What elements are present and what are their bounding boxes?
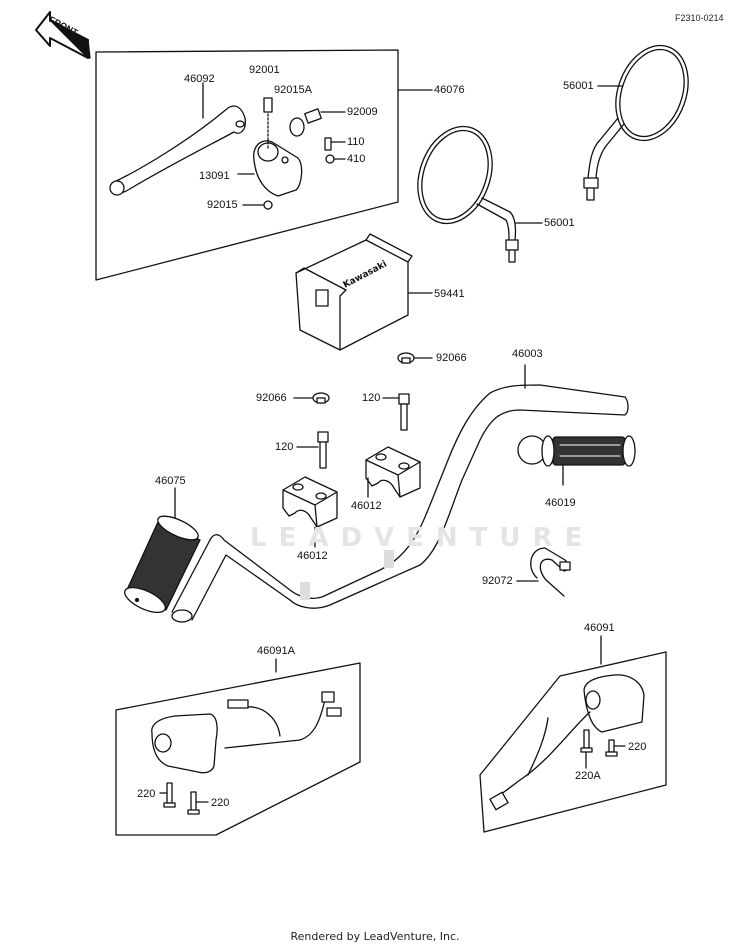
part-label-13091[interactable]: 13091 bbox=[199, 170, 230, 182]
screw-220A bbox=[580, 729, 593, 769]
lever-assembly-frame bbox=[95, 49, 399, 281]
part-label-46012-a[interactable]: 46012 bbox=[351, 500, 382, 512]
adjuster-bolt bbox=[304, 108, 322, 124]
left-switch-housing bbox=[151, 691, 342, 774]
figure-code: F2310-0214 bbox=[675, 13, 724, 23]
part-label-59441[interactable]: 59441 bbox=[434, 288, 465, 300]
part-label-46019[interactable]: 46019 bbox=[545, 497, 576, 509]
part-label-46076[interactable]: 46076 bbox=[434, 84, 465, 96]
part-label-56001-right[interactable]: 56001 bbox=[563, 80, 594, 92]
screw-220-c bbox=[605, 739, 626, 757]
watermark: LEADVENTURE bbox=[250, 523, 595, 553]
mirror-left bbox=[417, 125, 543, 263]
bolt-120-b bbox=[296, 431, 329, 469]
part-label-92009[interactable]: 92009 bbox=[347, 106, 378, 118]
part-label-92001[interactable]: 92001 bbox=[249, 64, 280, 76]
part-label-46092[interactable]: 46092 bbox=[184, 73, 215, 85]
right-switch-housing bbox=[489, 674, 645, 811]
part-label-110[interactable]: 110 bbox=[347, 136, 365, 148]
part-label-46075[interactable]: 46075 bbox=[155, 475, 186, 487]
part-label-92015[interactable]: 92015 bbox=[207, 199, 238, 211]
part-label-92066-a[interactable]: 92066 bbox=[436, 352, 467, 364]
left-switch-frame bbox=[115, 662, 361, 836]
clutch-lever bbox=[109, 82, 246, 196]
part-label-220-a[interactable]: 220 bbox=[137, 788, 156, 800]
screw-220-b bbox=[187, 791, 209, 815]
part-label-46012-b[interactable]: 46012 bbox=[297, 550, 328, 562]
part-label-410[interactable]: 410 bbox=[347, 153, 366, 165]
part-label-46091[interactable]: 46091 bbox=[584, 622, 615, 634]
front-arrow-icon bbox=[35, 11, 91, 59]
right-grip bbox=[517, 435, 636, 486]
part-label-220-b[interactable]: 220 bbox=[211, 797, 230, 809]
part-label-92015A[interactable]: 92015A bbox=[274, 84, 312, 96]
adjuster-nut bbox=[289, 117, 305, 137]
part-label-92072[interactable]: 92072 bbox=[482, 575, 513, 587]
part-label-92066-b[interactable]: 92066 bbox=[256, 392, 287, 404]
cap-92066-b bbox=[293, 392, 330, 404]
lever-holder bbox=[237, 97, 303, 197]
part-label-46003[interactable]: 46003 bbox=[512, 348, 543, 360]
band-clamp bbox=[516, 547, 571, 597]
cap-92066-a bbox=[397, 352, 433, 364]
part-label-56001-left[interactable]: 56001 bbox=[544, 217, 575, 229]
part-label-46091A[interactable]: 46091A bbox=[257, 645, 295, 657]
part-label-220A[interactable]: 220A bbox=[575, 770, 601, 782]
handlebar bbox=[171, 364, 629, 623]
part-label-220-c[interactable]: 220 bbox=[628, 741, 647, 753]
clamp-46012-a bbox=[365, 446, 421, 498]
handlebar-cover: Kawasaki bbox=[295, 233, 433, 351]
footer-credit: Rendered by LeadVenture, Inc. bbox=[290, 930, 460, 943]
part-label-120-b[interactable]: 120 bbox=[275, 441, 294, 453]
bolt-120-a bbox=[382, 393, 410, 431]
part-label-120-a[interactable]: 120 bbox=[362, 392, 381, 404]
clamp-46012-b bbox=[282, 476, 338, 548]
left-grip bbox=[124, 487, 201, 614]
right-switch-frame bbox=[479, 651, 667, 833]
mirror-right bbox=[583, 44, 689, 201]
screw-220-a bbox=[159, 782, 176, 808]
